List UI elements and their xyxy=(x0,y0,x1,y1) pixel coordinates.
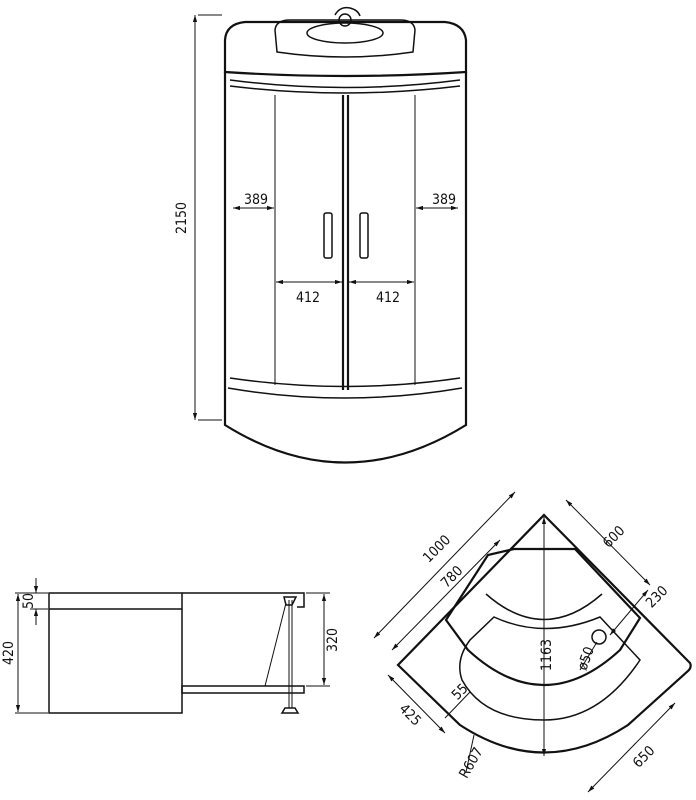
side-right-label: 389 xyxy=(432,192,456,208)
rim-label: 55 xyxy=(449,681,472,704)
front-view: 2150 389 389 412 412 xyxy=(174,6,468,464)
door-center xyxy=(341,95,350,390)
basin xyxy=(459,616,641,721)
base-tray xyxy=(223,390,468,464)
cabin-sides xyxy=(223,72,468,390)
radius-label: R607 xyxy=(456,745,486,781)
tray-floor xyxy=(181,685,305,694)
side-view: 420 50 320 xyxy=(1,578,341,714)
hose xyxy=(334,6,361,17)
door-right-label: 412 xyxy=(376,290,400,306)
tray-panel xyxy=(48,592,183,714)
lower-right-label: 650 xyxy=(630,743,658,771)
door-handle-left xyxy=(323,212,333,259)
shower-head-icon xyxy=(338,13,352,27)
total-height-label: 420 xyxy=(1,641,17,665)
straight-label: 425 xyxy=(396,701,424,729)
outer-side-label: 1000 xyxy=(420,532,454,566)
door-left-label: 412 xyxy=(296,290,320,306)
side-left-label: 389 xyxy=(244,192,268,208)
drain-label: ø50 xyxy=(575,645,598,673)
height-label: 2150 xyxy=(174,202,190,234)
top-cap-dome xyxy=(274,19,416,58)
bottom-frame xyxy=(227,377,463,399)
tray-rim xyxy=(182,592,305,608)
seat-depth-label: 230 xyxy=(643,583,671,611)
top-cap xyxy=(223,20,468,78)
door-handle-right xyxy=(359,212,369,259)
shower-bowl xyxy=(306,22,384,44)
rim-height-label: 50 xyxy=(21,593,37,609)
door-edges xyxy=(274,95,416,385)
drain-icon xyxy=(591,629,607,645)
top-view: 1163 1000 780 600 230 ø50 55 425 R607 65… xyxy=(373,491,692,793)
diagonal-label: 1163 xyxy=(539,639,555,671)
leg-icon xyxy=(280,596,300,714)
inner-height-label: 320 xyxy=(325,628,341,652)
top-frame xyxy=(229,79,461,94)
side-right-label: 600 xyxy=(600,523,628,551)
